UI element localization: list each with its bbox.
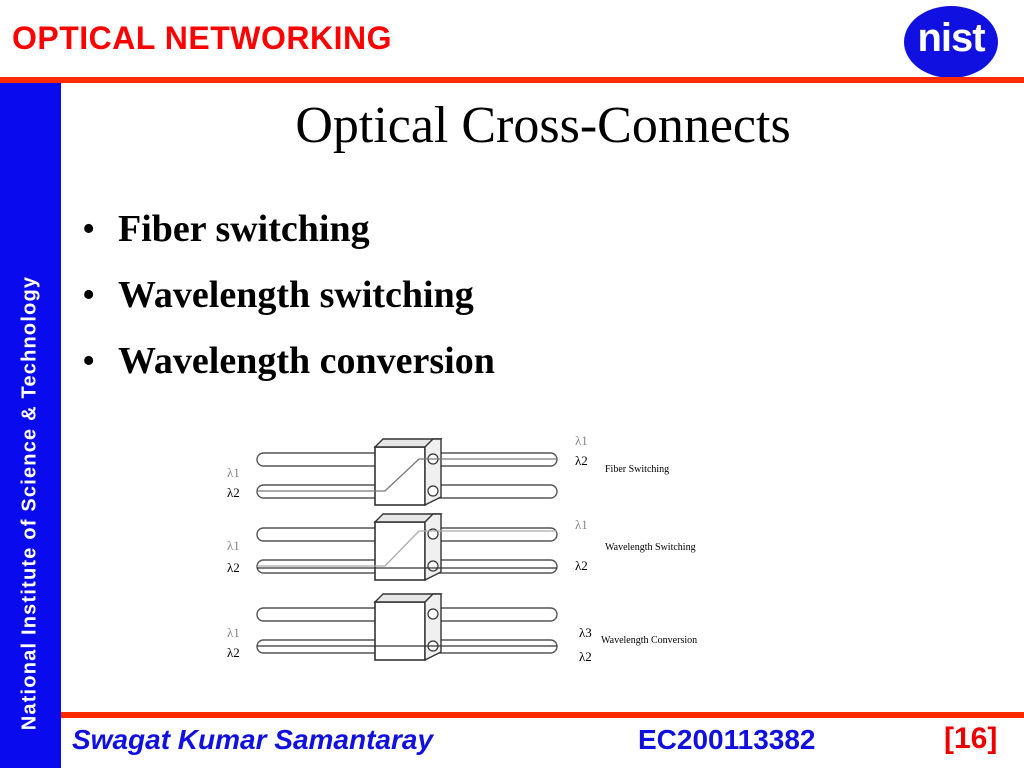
bullet-text: Fiber switching [118,208,370,250]
lambda-out-1: λ1 [575,517,588,532]
sidebar-institute-name: National Institute of Science & Technolo… [18,275,41,731]
panel-label: Wavelength Conversion [601,635,697,646]
lambda-in-2: λ2 [227,485,240,500]
fiber-switching-panel: Fiber Switching λ1 λ2 λ1 λ2 [227,433,669,506]
lambda-out-2: λ2 [579,649,592,664]
lambda-in-2: λ2 [227,560,240,575]
nist-logo: nist [904,6,998,78]
bullet-list: • Fiber switching • Wavelength switching •… [82,204,495,402]
logo-text: nist [917,16,985,60]
bullet-dot-icon: • [82,340,96,382]
lambda-in-1: λ1 [227,625,240,640]
bullet-dot-icon: • [82,274,96,316]
bullet-item: • Wavelength switching [82,270,495,336]
panel-label: Fiber Switching [605,464,669,475]
panel-label: Wavelength Switching [605,542,696,553]
lambda-out-2: λ2 [575,453,588,468]
lambda-out-3: λ3 [579,625,592,640]
lambda-in-1: λ1 [227,465,240,480]
cross-connect-diagram: Fiber Switching λ1 λ2 λ1 λ2 Wavelength S… [227,433,697,664]
wavelength-switching-panel: Wavelength Switching λ1 λ2 λ1 λ2 [227,513,696,581]
header-divider [0,77,1024,83]
bullet-dot-icon: • [82,208,96,250]
footer-course-code: EC200113382 [638,724,816,755]
lambda-in-2: λ2 [227,645,240,660]
sidebar: National Institute of Science & Technolo… [0,83,61,768]
lambda-out-1: λ1 [575,433,588,448]
footer-divider [61,712,1024,718]
footer-author: Swagat Kumar Samantaray [72,724,434,755]
bullet-text: Wavelength switching [118,274,474,316]
bullet-item: • Fiber switching [82,204,495,270]
lambda-out-2: λ2 [575,558,588,573]
slide-title: Optical Cross-Connects [295,97,791,154]
lambda-in-1: λ1 [227,538,240,553]
bullet-item: • Wavelength conversion [82,336,495,402]
footer-page-number: [16] [944,722,998,755]
wavelength-conversion-panel: Wavelength Conversion λ1 λ2 λ3 λ2 [227,593,697,664]
bullet-text: Wavelength conversion [118,340,495,382]
header-title: OPTICAL NETWORKING [12,20,392,56]
